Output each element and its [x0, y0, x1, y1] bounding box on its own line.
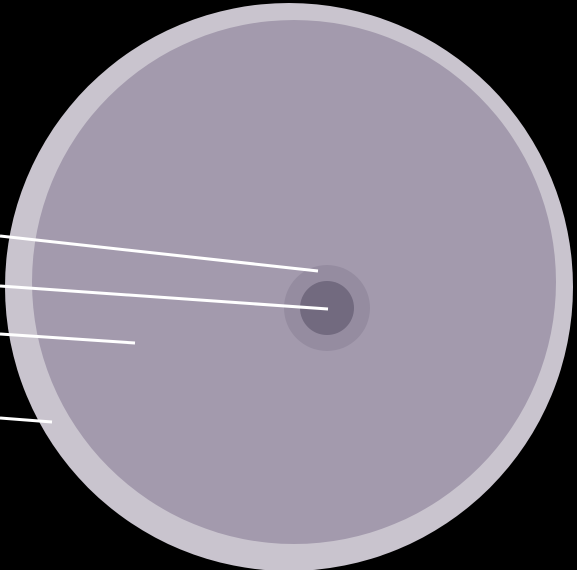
- cell-diagram: [0, 0, 577, 570]
- cell-diagram-canvas: [0, 0, 577, 570]
